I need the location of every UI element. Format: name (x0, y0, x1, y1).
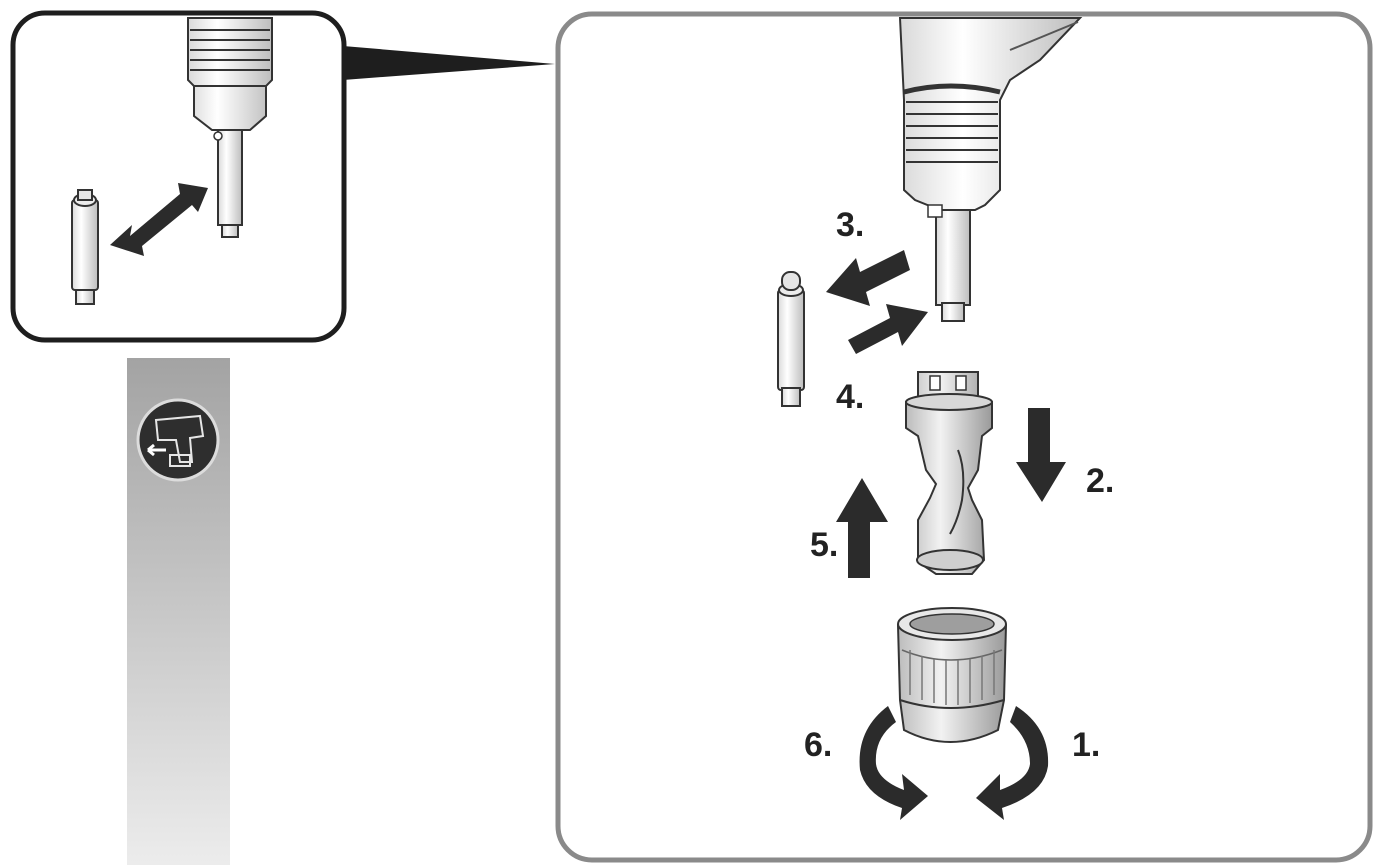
step-3-arrow-icon (826, 250, 910, 306)
callout-connector (343, 46, 555, 80)
inset-frame (10, 10, 347, 343)
drill-battery-removal-icon (136, 398, 220, 482)
step-label-1: 1. (1072, 726, 1100, 764)
step-4-arrow-icon (848, 304, 928, 354)
step-label-6: 6. (804, 726, 832, 764)
step-label-3: 3. (836, 206, 864, 244)
inset-detail (71, 17, 273, 305)
step-1-rotate-arrow-icon (976, 706, 1049, 820)
double-arrow-icon (110, 183, 208, 256)
step-2-arrow-icon (1016, 408, 1066, 502)
step-label-5: 5. (810, 526, 838, 564)
step-6-rotate-arrow-icon (859, 706, 928, 820)
step-label-2: 2. (1086, 462, 1114, 500)
step-label-4: 4. (836, 378, 864, 416)
step-5-arrow-icon (836, 478, 888, 578)
main-illustration (777, 17, 1083, 743)
